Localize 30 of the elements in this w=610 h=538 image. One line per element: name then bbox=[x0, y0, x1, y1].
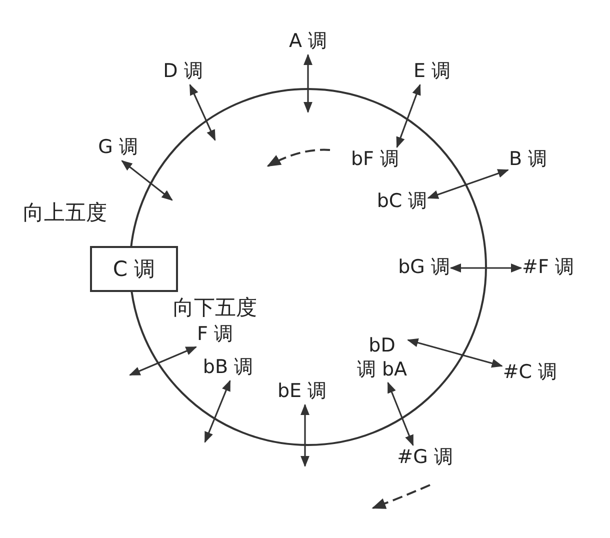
key-label: G 调 bbox=[98, 136, 138, 160]
key-label: bF 调 bbox=[350, 148, 400, 172]
double-arrow bbox=[406, 338, 503, 368]
double-arrow bbox=[304, 54, 312, 114]
key-label: bC 调 bbox=[376, 190, 428, 214]
key-label: B 调 bbox=[508, 148, 548, 172]
double-arrow bbox=[189, 84, 216, 142]
key-label: 调 bA bbox=[356, 358, 408, 382]
key-label: bG 调 bbox=[398, 256, 450, 280]
key-label: E 调 bbox=[413, 60, 451, 84]
double-arrow bbox=[427, 169, 510, 199]
key-label: bD bbox=[368, 334, 396, 358]
key-label: bB 调 bbox=[202, 356, 254, 380]
key-label: #G 调 bbox=[397, 446, 453, 470]
double-arrow bbox=[396, 84, 421, 148]
key-label: #C 调 bbox=[502, 361, 558, 385]
double-arrow bbox=[300, 404, 310, 468]
key-label: F 调 bbox=[197, 323, 233, 347]
interval-label: 向下五度 bbox=[173, 294, 257, 322]
double-arrow bbox=[450, 264, 522, 272]
key-label: bE 调 bbox=[277, 380, 327, 404]
key-box: C 调 bbox=[90, 246, 178, 292]
key-label: D 调 bbox=[163, 60, 203, 84]
interval-label: 向上五度 bbox=[23, 199, 107, 226]
key-label: A 调 bbox=[288, 30, 328, 54]
key-label: #F 调 bbox=[522, 256, 574, 280]
double-arrow bbox=[204, 380, 231, 444]
double-arrow bbox=[387, 382, 414, 446]
double-arrow bbox=[128, 346, 198, 376]
double-arrow bbox=[121, 160, 173, 201]
